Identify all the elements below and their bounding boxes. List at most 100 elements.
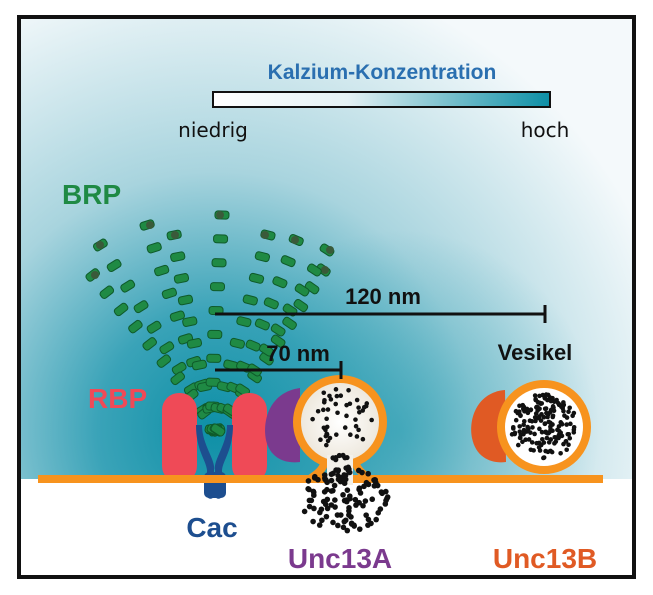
unc13a-label: Unc13A bbox=[288, 543, 392, 574]
neurotransmitter-dot bbox=[534, 404, 540, 410]
vesicle-label: Vesikel bbox=[498, 340, 573, 365]
brp-segment bbox=[142, 337, 157, 351]
neurotransmitter-dot bbox=[347, 401, 353, 407]
neurotransmitter-dot bbox=[310, 416, 315, 422]
neurotransmitter-dot bbox=[545, 397, 550, 403]
neurotransmitter-dot bbox=[533, 418, 538, 424]
neurotransmitter-dot bbox=[536, 445, 542, 450]
neurotransmitter-dot bbox=[344, 527, 351, 534]
neurotransmitter-dot bbox=[322, 475, 328, 481]
neurotransmitter-dot bbox=[515, 442, 521, 448]
neurotransmitter-dot bbox=[340, 492, 346, 498]
unc13b-label: Unc13B bbox=[493, 543, 597, 574]
neurotransmitter-dot bbox=[324, 442, 329, 448]
neurotransmitter-dot bbox=[365, 470, 371, 477]
neurotransmitter-dot bbox=[521, 422, 526, 428]
neurotransmitter-dot bbox=[532, 431, 537, 437]
neurotransmitter-dot bbox=[341, 518, 348, 525]
neurotransmitter-dot bbox=[334, 432, 339, 437]
neurotransmitter-dot bbox=[346, 505, 352, 511]
neurotransmitter-dot bbox=[509, 432, 515, 437]
neurotransmitter-dot bbox=[565, 431, 571, 437]
neurotransmitter-dot bbox=[561, 408, 566, 414]
cac-label: Cac bbox=[186, 512, 237, 543]
brp-segment bbox=[229, 337, 245, 349]
brp-segment bbox=[99, 285, 115, 299]
neurotransmitter-dot bbox=[328, 477, 335, 484]
brp-tip bbox=[261, 231, 269, 239]
neurotransmitter-dot bbox=[344, 487, 351, 493]
neurotransmitter-dot bbox=[324, 416, 329, 422]
brp-segment bbox=[186, 338, 203, 349]
neurotransmitter-dot bbox=[305, 486, 311, 492]
neurotransmitter-dot bbox=[536, 415, 541, 421]
neurotransmitter-dot bbox=[551, 408, 557, 414]
neurotransmitter-dot bbox=[567, 405, 572, 411]
neurotransmitter-dot bbox=[332, 504, 338, 510]
neurotransmitter-dot bbox=[360, 502, 366, 509]
legend-title: Kalzium-Konzentration bbox=[268, 61, 497, 84]
neurotransmitter-dot bbox=[360, 408, 366, 413]
neurotransmitter-dot bbox=[529, 440, 535, 445]
neurotransmitter-dot bbox=[330, 470, 336, 477]
neurotransmitter-dot bbox=[566, 442, 571, 448]
brp-segment bbox=[258, 343, 274, 357]
neurotransmitter-dot bbox=[356, 427, 361, 433]
neurotransmitter-dot bbox=[521, 427, 527, 433]
neurotransmitter-dot bbox=[332, 497, 338, 503]
neurotransmitter-dot bbox=[311, 492, 317, 499]
brp-segment bbox=[133, 300, 149, 314]
released-neurotransmitter-dots bbox=[301, 452, 391, 534]
neurotransmitter-dot bbox=[521, 418, 527, 424]
brp-segment bbox=[161, 287, 178, 299]
brp-segment bbox=[156, 354, 172, 368]
neurotransmitter-dot bbox=[558, 430, 564, 436]
neurotransmitter-dot bbox=[344, 413, 349, 419]
neurotransmitter-dot bbox=[357, 490, 364, 496]
neurotransmitter-dot bbox=[550, 404, 556, 409]
neurotransmitter-dot bbox=[331, 482, 338, 489]
neurotransmitter-dot bbox=[530, 425, 535, 430]
neurotransmitter-dot bbox=[518, 432, 524, 438]
neurotransmitter-dot bbox=[564, 422, 569, 427]
synaptic-cleft bbox=[21, 479, 632, 575]
neurotransmitter-dot bbox=[333, 401, 339, 407]
neurotransmitter-dot bbox=[568, 421, 573, 427]
brp-segment bbox=[242, 294, 258, 306]
neurotransmitter-dot bbox=[335, 476, 342, 483]
neurotransmitter-dot bbox=[319, 517, 325, 524]
brp-segment bbox=[169, 310, 186, 322]
neurotransmitter-dot bbox=[327, 435, 333, 441]
brp-segment bbox=[128, 319, 143, 334]
neurotransmitter-dot bbox=[559, 421, 565, 427]
neurotransmitter-dot bbox=[311, 505, 317, 512]
neurotransmitter-dot bbox=[559, 404, 564, 410]
neurotransmitter-dot bbox=[550, 414, 556, 420]
neurotransmitter-dot bbox=[511, 426, 516, 431]
neurotransmitter-dot bbox=[369, 417, 374, 423]
brp-segment bbox=[272, 276, 288, 289]
brp-segment bbox=[293, 298, 309, 313]
neurotransmitter-dot bbox=[513, 417, 519, 423]
neurotransmitter-dot bbox=[318, 437, 323, 443]
neurotransmitter-dot bbox=[528, 447, 534, 453]
brp-segment bbox=[146, 242, 162, 254]
neurotransmitter-dot bbox=[571, 427, 577, 432]
neurotransmitter-dot bbox=[323, 433, 329, 439]
neurotransmitter-dot bbox=[528, 430, 533, 435]
neurotransmitter-dot bbox=[348, 521, 355, 527]
neurotransmitter-dot bbox=[548, 448, 553, 454]
neurotransmitter-dot bbox=[542, 406, 548, 412]
neurotransmitter-dot bbox=[543, 448, 548, 454]
neurotransmitter-dot bbox=[306, 503, 313, 510]
neurotransmitter-dot bbox=[343, 497, 350, 503]
brp-tip bbox=[96, 241, 104, 249]
neurotransmitter-dot bbox=[322, 501, 329, 508]
neurotransmitter-dot bbox=[537, 426, 542, 432]
neurotransmitter-dot bbox=[534, 440, 539, 446]
brp-segment bbox=[206, 353, 222, 363]
neurotransmitter-dot bbox=[345, 464, 351, 470]
brp-segment bbox=[280, 255, 296, 268]
brp-segment bbox=[211, 258, 227, 268]
